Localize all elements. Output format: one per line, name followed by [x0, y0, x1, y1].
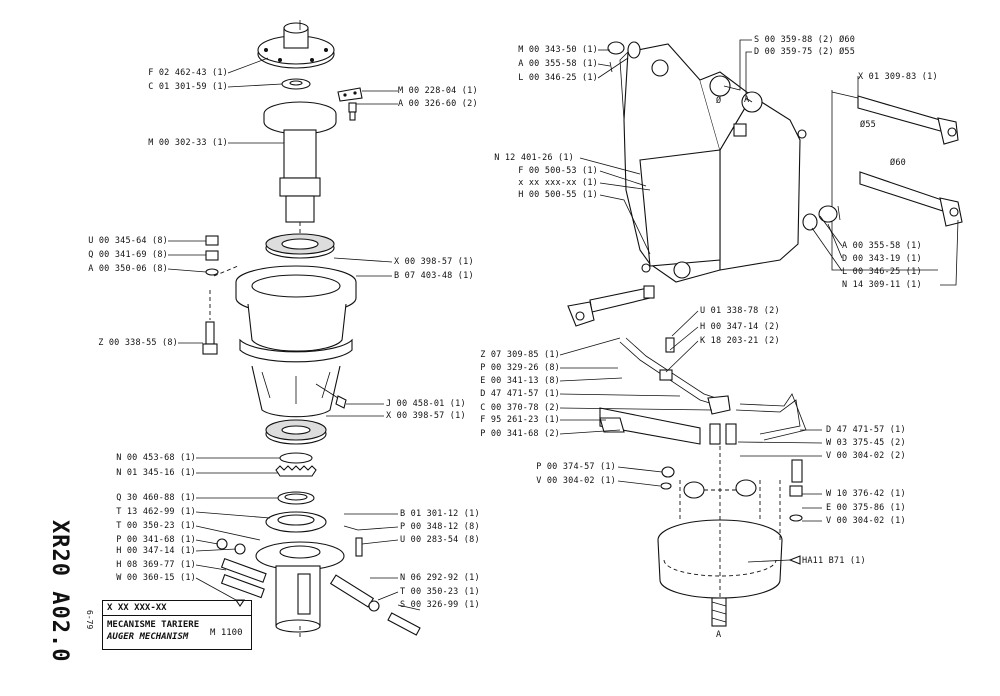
- part-label: M 00 228-04 (1): [398, 86, 478, 96]
- part-label: A 00 355-58 (1): [842, 241, 922, 251]
- part-label: Q 30 460-88 (1): [116, 493, 196, 503]
- part-label: X 00 398-57 (1): [394, 257, 474, 267]
- section-marker: A: [744, 95, 750, 105]
- title-code: X XX XXX-XX: [107, 603, 167, 613]
- part-label: B 01 301-12 (1): [400, 509, 480, 519]
- leader-lines: [167, 39, 959, 611]
- title-divider: [103, 615, 251, 616]
- part-label: Z 00 338-55 (8): [98, 338, 178, 348]
- part-label: L 00 346-25 (1): [518, 73, 598, 83]
- part-label: P 00 341-68 (1): [116, 535, 196, 545]
- left-auger-drive-assembly: [202, 20, 421, 640]
- part-label: E 00 341-13 (8): [480, 376, 560, 386]
- part-label: V 00 304-02 (1): [536, 476, 616, 486]
- part-label: L 00 346-25 (1): [842, 267, 922, 277]
- part-label: U 00 345-64 (8): [88, 236, 168, 246]
- part-label: S 00 359-88 (2) Ø60: [754, 35, 856, 45]
- part-label: D 00 343-19 (1): [842, 254, 922, 264]
- part-label: F 95 261-23 (1): [480, 415, 560, 425]
- dimension-label: Ø60: [890, 158, 906, 168]
- part-label: B 07 403-48 (1): [394, 271, 474, 281]
- part-label: E 00 375-86 (1): [826, 503, 906, 513]
- part-label: M 00 343-50 (1): [518, 45, 598, 55]
- part-label: S 00 326-99 (1): [400, 600, 480, 610]
- part-label: T 00 350-23 (1): [116, 521, 196, 531]
- part-label: x xx xxx-xx (1): [518, 178, 598, 188]
- right-frame-assembly: [567, 41, 963, 627]
- part-label: H 08 369-77 (1): [116, 560, 196, 570]
- section-marker: A: [716, 630, 722, 640]
- part-label: F 02 462-43 (1): [148, 68, 228, 78]
- part-label: P 00 329-26 (8): [480, 363, 560, 373]
- part-label: X 00 398-57 (1): [386, 411, 466, 421]
- part-label: K 18 203-21 (2): [700, 336, 780, 346]
- part-label: N 06 292-92 (1): [400, 573, 480, 583]
- part-label: Q 00 341-69 (8): [88, 250, 168, 260]
- part-label: J 00 458-01 (1): [386, 399, 466, 409]
- part-label: H 00 347-14 (2): [700, 322, 780, 332]
- part-label: N 14 309-11 (1): [842, 280, 922, 290]
- part-label: M 00 302-33 (1): [148, 138, 228, 148]
- part-label: D 47 471-57 (1): [826, 425, 906, 435]
- part-label: V 00 304-02 (1): [826, 516, 906, 526]
- drawing-date: 6-79: [85, 610, 94, 630]
- part-label: A 00 326-60 (2): [398, 99, 478, 109]
- part-label: U 00 283-54 (8): [400, 535, 480, 545]
- part-label: A 00 355-58 (1): [518, 59, 598, 69]
- part-label: A 00 350-06 (8): [88, 264, 168, 274]
- dimension-label: Ø55: [860, 120, 876, 130]
- part-label: V 00 304-02 (2): [826, 451, 906, 461]
- part-label: N 01 345-16 (1): [116, 468, 196, 478]
- part-label: P 00 374-57 (1): [536, 462, 616, 472]
- part-label: P 00 341-68 (2): [480, 429, 560, 439]
- model-number: M 1100: [210, 628, 243, 638]
- part-label: P 00 348-12 (8): [400, 522, 480, 532]
- title-english: AUGER MECHANISM: [107, 632, 189, 642]
- title-french: MECANISME TARIERE: [107, 620, 200, 630]
- drawing-reference: XR20 A02.0: [47, 520, 72, 663]
- part-label: N 00 453-68 (1): [116, 453, 196, 463]
- part-label: D 00 359-75 (2) Ø55: [754, 47, 856, 57]
- part-label: C 00 370-78 (2): [480, 403, 560, 413]
- part-label: U 01 338-78 (2): [700, 306, 780, 316]
- title-block: X XX XXX-XX MECANISME TARIERE AUGER MECH…: [102, 600, 252, 650]
- part-label: H 00 347-14 (1): [116, 546, 196, 556]
- part-label: F 00 500-53 (1): [518, 166, 598, 176]
- part-label: X 01 309-83 (1): [858, 72, 938, 82]
- part-label: W 03 375-45 (2): [826, 438, 906, 448]
- part-label: W 00 360-15 (1): [116, 573, 196, 583]
- part-label: Z 07 309-85 (1): [480, 350, 560, 360]
- part-label: T 13 462-99 (1): [116, 507, 196, 517]
- part-label: D 47 471-57 (1): [480, 389, 560, 399]
- part-label: W 10 376-42 (1): [826, 489, 906, 499]
- part-label: HA11 B71 (1): [802, 556, 866, 566]
- part-label: H 00 500-55 (1): [518, 190, 598, 200]
- part-label: T 00 350-23 (1): [400, 587, 480, 597]
- part-label: C 01 301-59 (1): [148, 82, 228, 92]
- dimension-symbol: Ø: [716, 96, 722, 106]
- part-label: N 12 401-26 (1): [494, 153, 574, 163]
